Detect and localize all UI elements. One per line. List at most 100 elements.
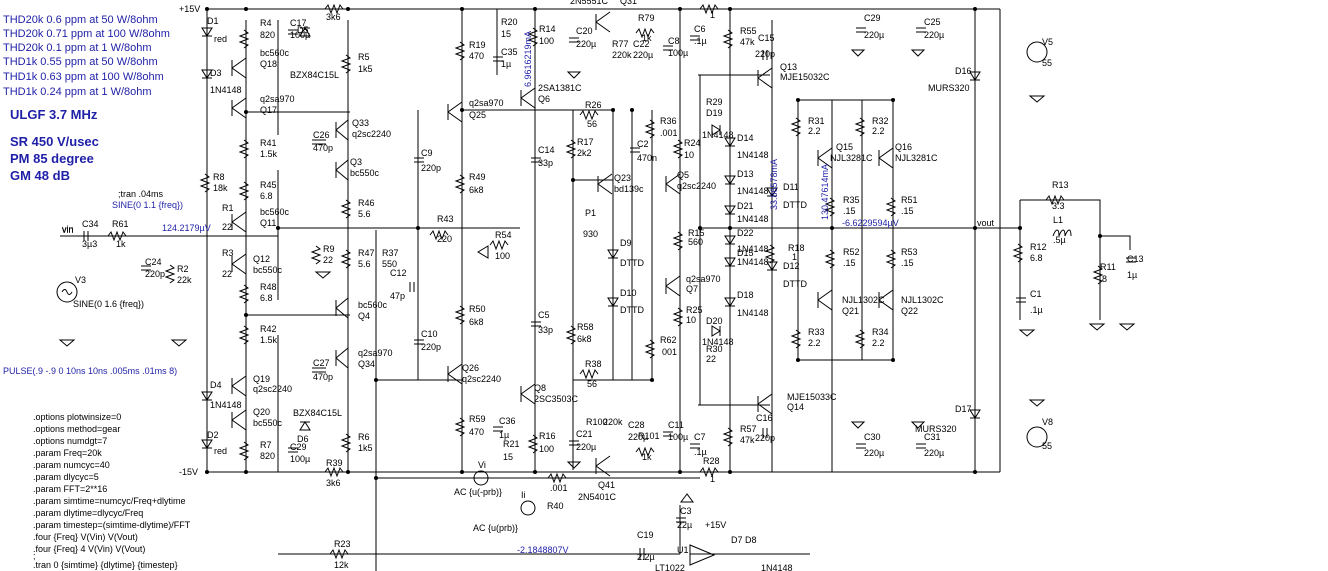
v3-sine-label: SINE(0 1.6 {freq}): [73, 299, 144, 309]
probe-voltage-input: 124.2179µV: [162, 223, 211, 233]
directive: .options plotwinsize=0: [33, 412, 121, 422]
component-label: bc550c: [350, 168, 380, 178]
component-label: 2SC3503C: [534, 394, 579, 404]
thd-note-3: THD20k 0.1 ppm at 1 W/8ohm: [3, 42, 152, 54]
directive: .param Freq=20k: [33, 448, 102, 458]
component-label: 1k: [642, 452, 652, 462]
component-label: 2N5551C: [570, 0, 609, 6]
junctions: [205, 7, 1102, 480]
probe-current-bias: 33.86578mA: [769, 159, 779, 210]
component-label: R29: [706, 97, 723, 107]
component-label: Q6: [538, 94, 550, 104]
component-label: R12: [1030, 242, 1047, 252]
component-label: R5: [358, 52, 370, 62]
component-label: R2: [177, 264, 189, 274]
component-label: DTTD: [620, 305, 644, 315]
component-label: 5.6: [358, 259, 371, 269]
component-label: Q4: [358, 311, 370, 321]
component-label: 6k8: [577, 334, 592, 344]
component-label: Q25: [469, 110, 486, 120]
sources: [56, 41, 1072, 566]
component-label: 47k: [740, 435, 755, 445]
vin-net-label: vin: [62, 224, 74, 234]
component-label: 220µ: [864, 448, 884, 458]
component-label: 550: [382, 259, 397, 269]
component-label: 56: [587, 379, 597, 389]
component-label: C13: [1127, 254, 1144, 264]
component-label: Q23: [614, 173, 631, 183]
resistors: [107, 3, 1104, 560]
component-label: 220k: [612, 50, 632, 60]
component-label: q2sc2240: [677, 181, 716, 191]
thd-note-2: THD20k 0.71 ppm at 100 W/8ohm: [3, 28, 170, 40]
component-label: 220µ: [924, 30, 944, 40]
component-label: 10: [684, 150, 694, 160]
component-label: .5µ: [1053, 235, 1066, 245]
component-label: 470p: [313, 372, 333, 382]
component-label: C34: [82, 219, 99, 229]
component-label: R53: [901, 247, 918, 257]
component-label: D7: [731, 535, 743, 545]
component-label: R62: [660, 335, 677, 345]
component-label: C31: [924, 432, 941, 442]
component-label: 220p: [755, 49, 775, 59]
component-label: R101: [638, 431, 660, 441]
component-label: C25: [924, 17, 941, 27]
component-label: 100µ: [290, 454, 310, 464]
spec-gain-margin: GM 48 dB: [10, 168, 70, 183]
directive: .param dlycyc=5: [33, 472, 99, 482]
component-label: 100µ: [290, 30, 310, 40]
component-label: R49: [469, 172, 486, 182]
directive: .param timestep=(simtime-dlytime)/FFT: [33, 520, 191, 530]
component-label: 1k5: [358, 64, 373, 74]
component-label: bc560c: [358, 300, 388, 310]
directive: .options numdgt=7: [33, 436, 107, 446]
directive: .four {Freq} V(Vin) V(Vout): [33, 532, 138, 542]
component-label: R37: [382, 248, 399, 258]
component-label: C29: [864, 13, 881, 23]
component-label: D10: [620, 288, 637, 298]
component-label: 2.2: [808, 338, 821, 348]
component-label: C6: [694, 24, 706, 34]
directive: .options method=gear: [33, 424, 120, 434]
component-label: D13: [737, 169, 754, 179]
component-label: R46: [358, 198, 375, 208]
component-label: 1.5k: [260, 335, 278, 345]
component-label: R59: [469, 414, 486, 424]
thd-note-1: THD20k 0.6 ppm at 50 W/8ohm: [3, 14, 158, 26]
component-label: 470: [469, 51, 484, 61]
component-label: 5.6: [358, 209, 371, 219]
component-label: 15: [501, 29, 511, 39]
component-label: R3: [222, 248, 234, 258]
component-label: R47: [358, 248, 375, 258]
component-label: R1: [222, 203, 234, 213]
component-label: NJL3281C: [895, 153, 938, 163]
component-label: Q34: [358, 359, 375, 369]
component-label: R51: [901, 195, 918, 205]
component-label: R24: [684, 138, 701, 148]
component-label: 560: [688, 237, 703, 247]
component-label: .15: [901, 206, 914, 216]
component-label: R14: [539, 24, 556, 34]
pos-rail-label: +15V: [179, 4, 200, 14]
component-label: 22: [323, 255, 333, 265]
component-label: Q22: [901, 306, 918, 316]
component-label: C20: [576, 26, 593, 36]
component-label: R31: [808, 116, 825, 126]
component-label: 1N4148: [737, 308, 769, 318]
component-label: MJE15033C: [787, 392, 837, 402]
component-label: R79: [638, 13, 655, 23]
probe-current-q6: 6.9616219mA: [523, 31, 533, 87]
component-label: C21: [576, 429, 593, 439]
component-label: 15: [503, 452, 513, 462]
component-label: R18: [788, 243, 805, 253]
component-label: q2sa970: [358, 348, 393, 358]
component-label: P1: [585, 208, 596, 218]
component-label: R33: [808, 327, 825, 337]
component-label: 55: [1042, 58, 1052, 68]
component-label: R45: [260, 180, 277, 190]
component-label: 220µ: [576, 39, 596, 49]
sine-source-label: SINE(0 1.1 {freq}): [112, 200, 183, 210]
component-label: MURS320: [928, 83, 970, 93]
component-label: R25: [686, 305, 703, 315]
